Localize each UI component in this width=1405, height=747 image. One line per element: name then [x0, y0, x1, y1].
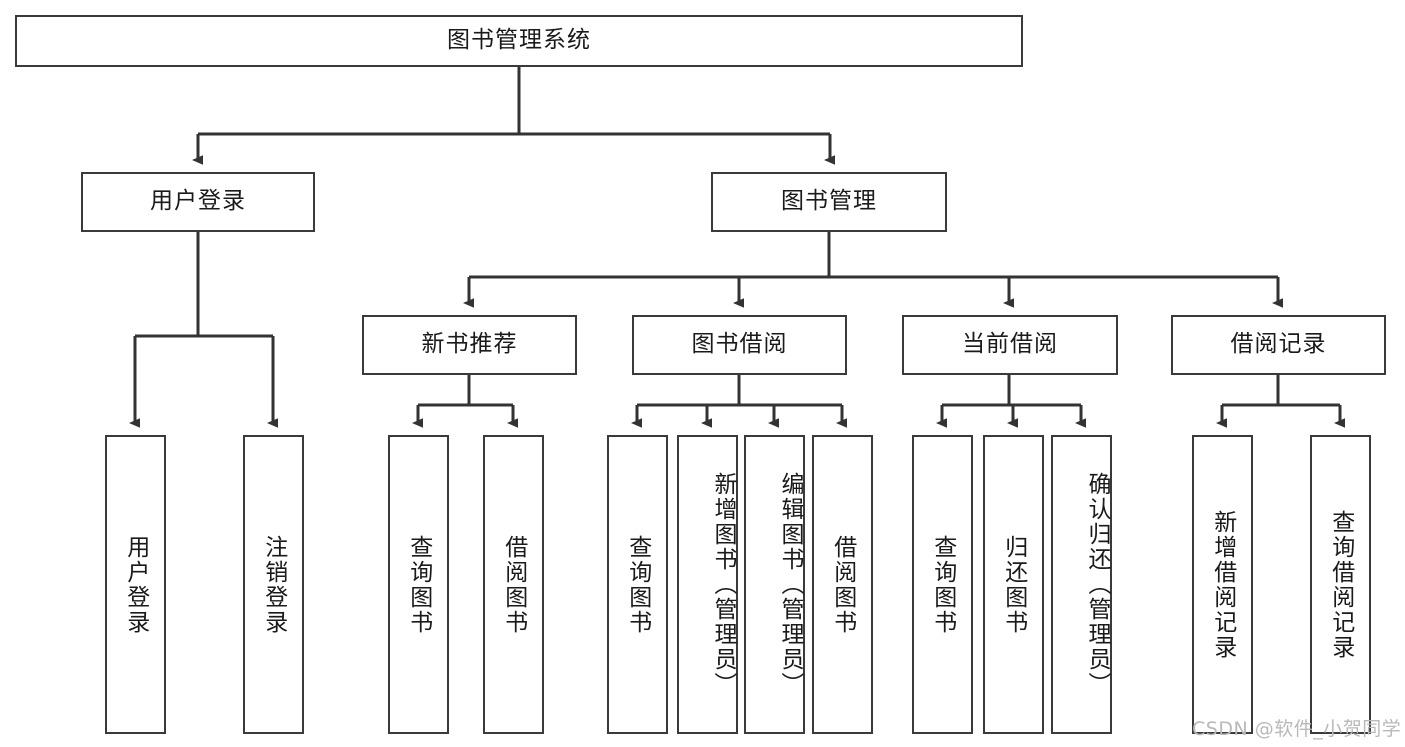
leaf-add-book-admin[interactable]: 新增图书（管理员） — [677, 435, 738, 734]
leaf-user-logout[interactable]: 注销登录 — [243, 435, 304, 734]
leaf-user-login[interactable]: 用户登录 — [105, 435, 166, 734]
leaf-add-borrow-record[interactable]: 新增借阅记录 — [1192, 435, 1253, 734]
leaf-query-borrow-record[interactable]: 查询借阅记录 — [1310, 435, 1371, 734]
node-book-borrow[interactable]: 图书借阅 — [632, 315, 847, 375]
leaf-query-book-recommend[interactable]: 查询图书 — [388, 435, 449, 734]
node-borrow-records[interactable]: 借阅记录 — [1171, 315, 1386, 375]
node-root[interactable]: 图书管理系统 — [15, 15, 1023, 67]
leaf-query-book-current[interactable]: 查询图书 — [912, 435, 973, 734]
leaf-borrow-book[interactable]: 借阅图书 — [812, 435, 873, 734]
leaf-return-book[interactable]: 归还图书 — [983, 435, 1044, 734]
leaf-edit-book-admin[interactable]: 编辑图书（管理员） — [744, 435, 805, 734]
leaf-query-book-borrow[interactable]: 查询图书 — [607, 435, 668, 734]
node-user-login[interactable]: 用户登录 — [81, 172, 315, 232]
node-book-management[interactable]: 图书管理 — [711, 172, 947, 232]
watermark-text: CSDN @软件_小贺同学 — [1192, 718, 1402, 740]
leaf-confirm-return-admin[interactable]: 确认归还（管理员） — [1051, 435, 1112, 734]
node-current-borrow[interactable]: 当前借阅 — [902, 315, 1118, 375]
node-new-book-recommend[interactable]: 新书推荐 — [362, 315, 577, 375]
leaf-borrow-book-recommend[interactable]: 借阅图书 — [483, 435, 544, 734]
